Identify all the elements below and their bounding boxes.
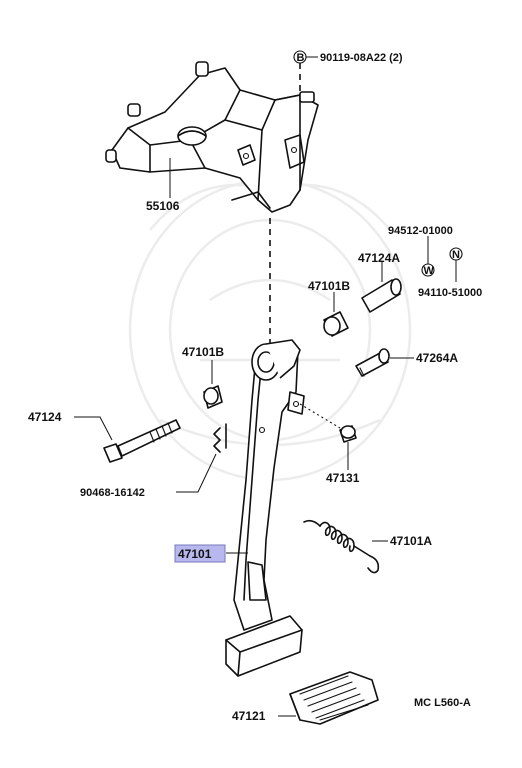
diagram-code: MC L560-A: [414, 697, 471, 709]
leader-47124: [74, 416, 113, 441]
pedal-rubber-pad-47121: [289, 671, 379, 725]
stopper-47131: [299, 403, 357, 443]
washer-94512: W: [421, 236, 435, 277]
label-47101B-right: 47101B: [308, 279, 350, 293]
label-55106: 55106: [146, 199, 180, 213]
label-47101A: 47101A: [390, 534, 432, 548]
label-47101B-left: 47101B: [182, 345, 224, 359]
leader-90468: [176, 453, 217, 493]
label-47101-highlight: [174, 544, 226, 563]
nut-marker-letter: N: [452, 249, 460, 261]
label-47264A: 47264A: [416, 351, 458, 365]
nut-94110: N: [449, 247, 463, 282]
pin-47264A: [355, 348, 390, 377]
washer-marker-letter: W: [424, 265, 435, 277]
collar-47124A: [361, 278, 402, 313]
bolt-marker-letter: B: [297, 52, 305, 64]
label-94110-51000: 94110-51000: [418, 287, 482, 299]
pedal-pad-plate: [225, 615, 303, 677]
label-47124: 47124: [28, 410, 62, 424]
bolt-90119-callout: B: [293, 50, 318, 92]
clip-90468: [213, 423, 227, 453]
label-90468-16142: 90468-16142: [80, 487, 145, 499]
return-spring-47101A: [303, 519, 380, 574]
label-47131: 47131: [326, 471, 360, 485]
label-94512-01000: 94512-01000: [388, 225, 453, 237]
brake-pedal-lever-47101: [233, 339, 305, 631]
label-47101: 47101: [178, 547, 212, 561]
bolt-47124: [103, 419, 181, 463]
label-90119-08A22: 90119-08A22 (2): [320, 52, 403, 64]
label-47121: 47121: [232, 709, 266, 723]
bushing-47101B-left: [203, 385, 223, 409]
bushing-47101B-right: [323, 311, 349, 337]
label-47124A: 47124A: [358, 251, 400, 265]
pedal-bracket-55106: [105, 61, 319, 213]
